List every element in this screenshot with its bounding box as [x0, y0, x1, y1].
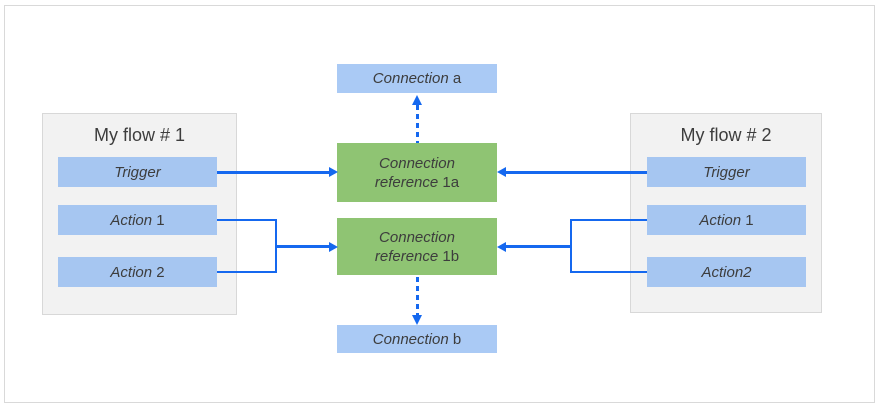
flow-2-action-1-label: Action 1 [699, 211, 754, 229]
flow-2-trigger-label: Trigger [703, 163, 750, 181]
flow-2-title: My flow # 2 [680, 125, 772, 145]
connection-b-label: Connection b [372, 330, 462, 348]
flow1-trigger-to-ref1a-connector [217, 171, 330, 174]
connection-a-node: Connection a [337, 64, 497, 93]
flow-1-trigger-label: Trigger [114, 163, 161, 181]
connection-reference-1a-label-line1: Connection [379, 154, 455, 172]
flow-1-title: My flow # 1 [93, 125, 186, 145]
flow1-bracket-to-ref1b-arrowhead [329, 242, 338, 252]
ref1b-to-connection-b-dashed-connector [416, 277, 419, 315]
flow2-bracket-to-ref1b-arrowhead [497, 242, 506, 252]
flow2-trigger-to-ref1a-connector [506, 171, 647, 174]
flow-1-action-2-node: Action 2 [58, 257, 217, 287]
flow-2-action-1-node: Action 1 [647, 205, 806, 235]
ref1a-to-connection-a-arrowhead [412, 95, 422, 105]
connection-reference-1b-label-line2: reference 1b [374, 247, 460, 265]
flow1-action2-connector [217, 271, 276, 273]
flow-2-action-2-label: Action2 [701, 263, 752, 281]
flow2-action2-connector [571, 271, 647, 273]
flow-1-action-2-label: Action 2 [110, 263, 165, 281]
flow2-bracket-to-ref1b-connector [506, 245, 571, 248]
flow1-action1-connector [217, 219, 276, 221]
flow-1-trigger-node: Trigger [58, 157, 217, 187]
connection-reference-1b-label-line1: Connection [379, 228, 455, 246]
page-border [4, 5, 875, 403]
connection-reference-1a-node: Connection reference 1a [337, 143, 497, 202]
flow2-trigger-to-ref1a-arrowhead [497, 167, 506, 177]
flow-2-trigger-node: Trigger [647, 157, 806, 187]
flow1-bracket-to-ref1b-connector [276, 245, 330, 248]
connection-reference-1b-node: Connection reference 1b [337, 218, 497, 275]
connection-reference-1a-label-line2: reference 1a [374, 173, 460, 191]
connection-b-node: Connection b [337, 325, 497, 353]
flow2-action1-connector [571, 219, 647, 221]
connection-a-label: Connection a [372, 70, 462, 87]
ref1b-to-connection-b-arrowhead [412, 315, 422, 325]
flow-1-action-1-node: Action 1 [58, 205, 217, 235]
flow2-bracket-vertical-connector [570, 219, 572, 273]
flow-2-action-2-node: Action2 [647, 257, 806, 287]
flow-1-action-1-label: Action 1 [110, 211, 165, 229]
flow1-trigger-to-ref1a-arrowhead [329, 167, 338, 177]
ref1a-to-connection-a-dashed-connector [416, 105, 419, 143]
